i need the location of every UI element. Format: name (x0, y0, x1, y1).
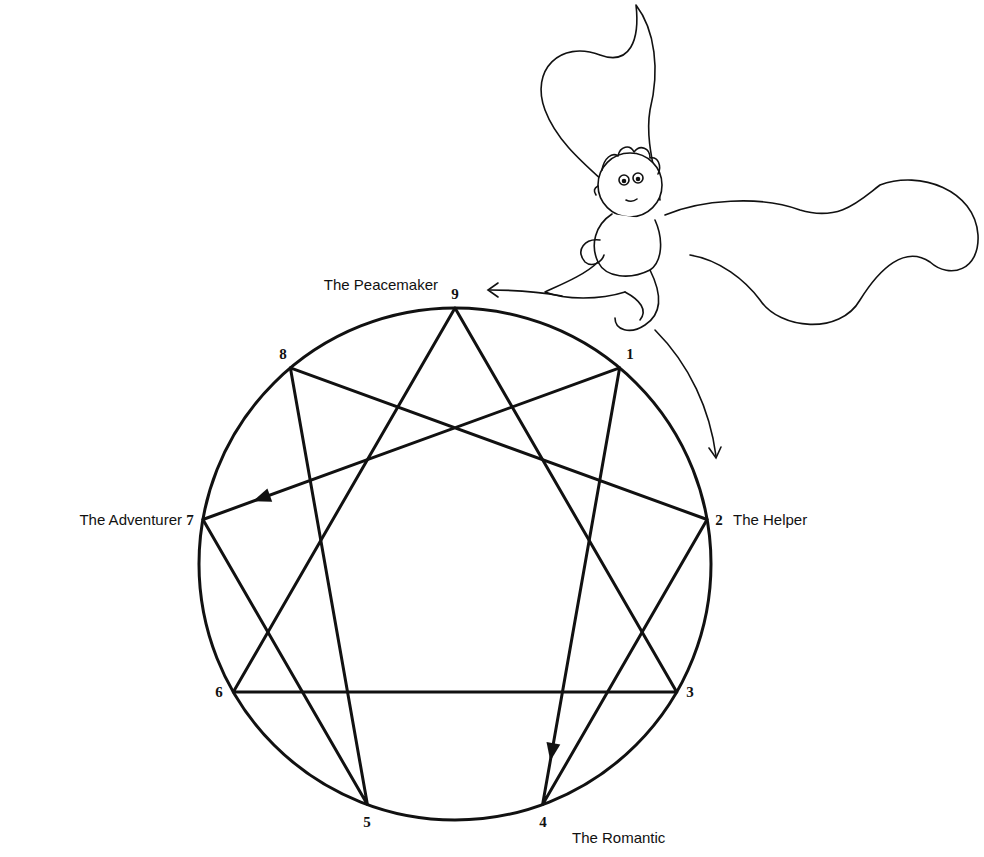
type-name: The Peacemaker (324, 277, 438, 294)
point-number: 4 (539, 814, 547, 831)
enneagram-circle (199, 308, 711, 820)
point-number: 8 (279, 346, 287, 363)
point-number: 5 (363, 814, 371, 831)
type-name: The Adventurer (79, 512, 182, 529)
enneagram-hexad (203, 368, 707, 805)
point-number: 6 (215, 684, 223, 701)
enneagram-triangle (233, 308, 676, 692)
point-number: 7 (186, 512, 194, 529)
type-name: The Romantic (572, 830, 665, 847)
point-number: 3 (686, 684, 694, 701)
point-number: 2 (715, 512, 723, 529)
point-number: 9 (451, 286, 459, 303)
cherub-illustration (541, 5, 978, 330)
type-name: The Helper (733, 512, 807, 529)
point-number: 1 (626, 346, 634, 363)
motion-arrow (488, 283, 721, 458)
arrowhead (253, 489, 272, 502)
arrowhead (547, 742, 561, 761)
